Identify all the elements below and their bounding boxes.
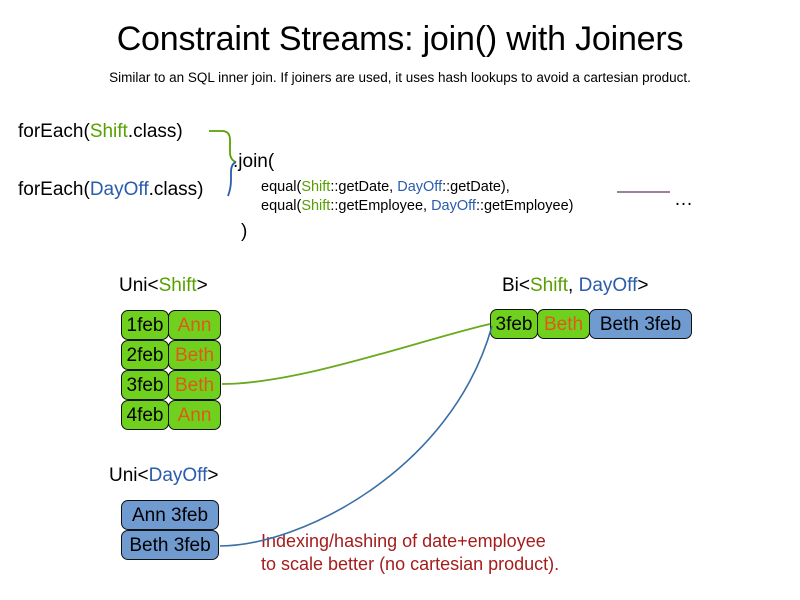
uni-shift-name-3: Ann [177,404,212,426]
bi-label-prefix: Bi< [502,275,530,296]
label-uni-shift: Uni<Shift> [119,275,208,297]
code-joiner-date: equal(Shift::getDate, DayOff::getDate), [261,179,510,195]
foreach-dayoff-type: DayOff [89,179,149,200]
code-joiner-employee: equal(Shift::getEmployee, DayOff::getEmp… [261,198,573,214]
joiner-employee-fn: equal( [261,198,302,214]
connector-shift-to-bi [221,323,491,385]
uni-shift-name-1: Beth [174,344,215,366]
uni-dayoff-text-1: Beth 3feb [129,534,211,556]
bi-label-sep: , [568,275,579,296]
bi-tuple-date[interactable]: 3feb [490,309,538,339]
page-subtitle: Similar to an SQL inner join. If joiners… [109,70,691,85]
joiner-employee-left-method: ::getEmployee, [330,198,432,214]
uni-shift-name-0: Ann [177,314,212,336]
uni-shift-row-date[interactable]: 2feb [121,340,169,370]
annotation-note: Indexing/hashing of date+employee to sca… [261,530,559,575]
uni-shift-row-name[interactable]: Ann [168,310,221,340]
uni-dayoff-row[interactable]: Ann 3feb [121,500,219,530]
uni-dayoff-row[interactable]: Beth 3feb [121,530,219,560]
joiner-employee-right-method: ::getEmployee) [475,198,574,214]
joiner-date-left-type: Shift [301,179,331,195]
uni-shift-date-0: 1feb [126,314,164,336]
uni-shift-row-date[interactable]: 3feb [121,370,169,400]
uni-dayoff-label-suffix: > [207,465,219,486]
bi-tuple-dayoff[interactable]: Beth 3feb [589,309,692,339]
bi-name-value: Beth [543,313,584,335]
page-title: Constraint Streams: join() with Joiners [116,20,684,58]
foreach-dayoff-prefix: forEach( [18,179,90,200]
uni-shift-label-type: Shift [158,275,197,296]
joiner-date-fn: equal( [261,179,302,195]
label-bi-stream: Bi<Shift, DayOff> [502,275,648,297]
joiner-date-right-method: ::getDate), [442,179,510,195]
uni-shift-row-date[interactable]: 1feb [121,310,169,340]
uni-shift-date-3: 4feb [126,404,164,426]
code-foreach-dayoff: forEach(DayOff.class) [18,179,204,201]
uni-dayoff-label-type: DayOff [148,465,208,486]
uni-shift-row-date[interactable]: 4feb [121,400,169,430]
foreach-dayoff-suffix: .class) [148,179,204,200]
joiner-employee-left-type: Shift [301,198,331,214]
uni-shift-label-prefix: Uni< [119,275,159,296]
uni-shift-row-name[interactable]: Ann [168,400,221,430]
bi-tuple-name[interactable]: Beth [537,309,590,339]
foreach-shift-suffix: .class) [127,121,183,142]
bi-label-type-b: DayOff [578,275,638,296]
uni-shift-date-1: 2feb [126,344,164,366]
uni-dayoff-label-prefix: Uni< [109,465,149,486]
bi-label-type-a: Shift [530,275,569,296]
connector-dayoff-to-bi [219,325,493,547]
label-uni-dayoff: Uni<DayOff> [109,465,219,487]
annotation-line-2: to scale better (no cartesian product). [261,553,560,574]
foreach-shift-type: Shift [89,121,128,142]
code-foreach-shift: forEach(Shift.class) [18,121,183,143]
joiner-employee-right-type: DayOff [431,198,476,214]
uni-shift-date-2: 3feb [126,374,164,396]
uni-shift-row-name[interactable]: Beth [168,370,221,400]
uni-shift-label-suffix: > [196,275,208,296]
uni-shift-row-name[interactable]: Beth [168,340,221,370]
bi-date-value: 3feb [495,313,533,335]
foreach-shift-prefix: forEach( [18,121,90,142]
code-join-close: ) [241,221,248,242]
uni-dayoff-text-0: Ann 3feb [131,504,209,526]
bi-label-suffix: > [637,275,649,296]
code-join-open: .join( [233,151,275,172]
bi-dayoff-value: Beth 3feb [599,313,682,335]
brace-arm-shift [209,130,237,163]
uni-shift-name-2: Beth [174,374,215,396]
annotation-line-1: Indexing/hashing of date+employee [261,531,546,551]
joiner-date-left-method: ::getDate, [330,179,398,195]
code-ellipsis: … [674,189,693,210]
joiner-date-right-type: DayOff [397,179,443,195]
